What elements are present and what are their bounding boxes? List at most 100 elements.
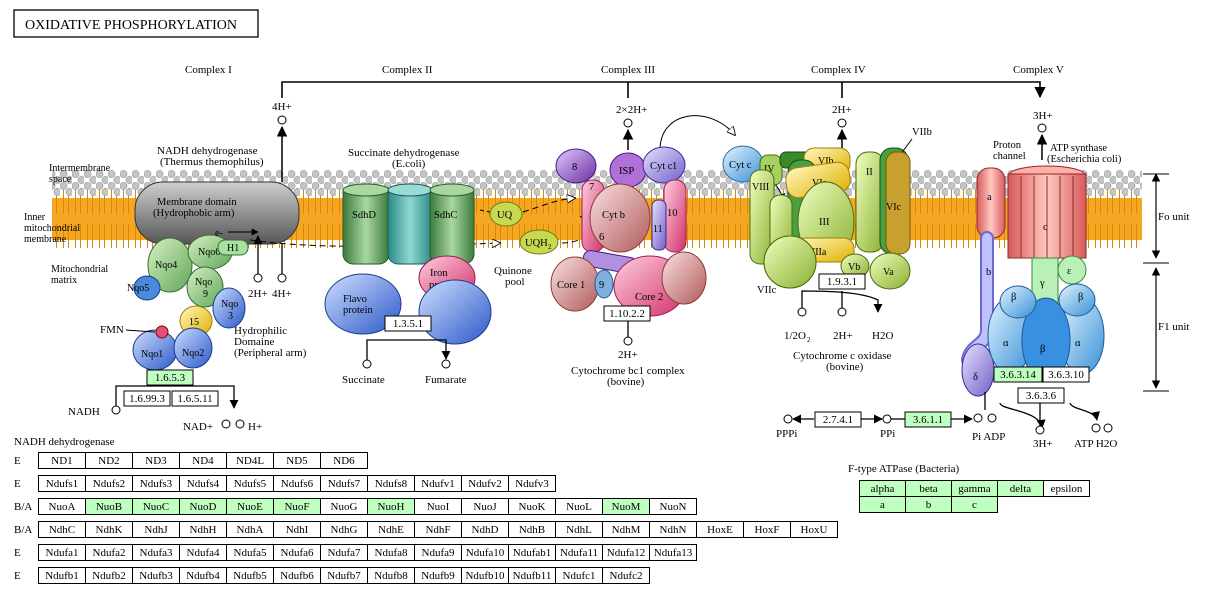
gene-cell[interactable]: Ndufv3 (508, 475, 556, 492)
subunit-epsilon[interactable] (1057, 255, 1087, 285)
gene-cell[interactable]: NuoC (132, 498, 180, 515)
sdhd[interactable] (342, 185, 390, 265)
succinate-node[interactable] (362, 359, 372, 369)
subunit-9[interactable] (594, 269, 614, 299)
gene-cell[interactable]: Ndufb7 (320, 567, 368, 584)
gene-cell[interactable]: beta (905, 480, 952, 497)
gene-cell[interactable]: Ndufb8 (367, 567, 415, 584)
subunit-va[interactable] (869, 252, 911, 290)
gene-cell[interactable]: Ndufa1 (38, 544, 86, 561)
gene-cell[interactable]: NdhC (38, 521, 86, 538)
gene-cell[interactable]: a (859, 496, 906, 513)
oxygen-node[interactable] (797, 307, 807, 317)
proton-node[interactable] (1035, 425, 1045, 435)
proton-node[interactable] (623, 118, 633, 128)
gene-cell[interactable]: ND4L (226, 452, 274, 469)
gene-cell[interactable]: NuoK (508, 498, 556, 515)
gene-cell[interactable]: Ndufb9 (414, 567, 462, 584)
gene-cell[interactable]: Ndufa6 (273, 544, 321, 561)
fumarate-node[interactable] (441, 359, 451, 369)
gene-cell[interactable]: NuoD (179, 498, 227, 515)
gene-cell[interactable]: Ndufb1 (38, 567, 86, 584)
nqo4[interactable] (147, 237, 193, 293)
cyt-b[interactable] (589, 183, 651, 253)
proton-node[interactable] (253, 273, 263, 283)
gene-cell[interactable]: NdhK (85, 521, 133, 538)
gene-cell[interactable]: NuoH (367, 498, 415, 515)
subunit-11[interactable] (651, 199, 667, 251)
gene-cell[interactable]: gamma (951, 480, 998, 497)
gene-cell[interactable]: Ndufb10 (461, 567, 509, 584)
gene-cell[interactable]: Ndufs7 (320, 475, 368, 492)
ec-1-6-5-11[interactable] (171, 390, 219, 407)
gene-cell[interactable]: Ndufv1 (414, 475, 462, 492)
gene-cell[interactable]: NdhA (226, 521, 274, 538)
gene-cell[interactable]: NdhJ (132, 521, 180, 538)
gene-cell[interactable]: NdhN (649, 521, 697, 538)
gene-cell[interactable]: NuoN (649, 498, 697, 515)
gene-cell[interactable]: HoxF (743, 521, 791, 538)
gene-cell[interactable]: Ndufv2 (461, 475, 509, 492)
gene-cell[interactable]: ND4 (179, 452, 227, 469)
gene-cell[interactable]: NuoG (320, 498, 368, 515)
gene-cell[interactable]: delta (997, 480, 1044, 497)
gene-cell[interactable]: Ndufs1 (38, 475, 86, 492)
gene-cell[interactable]: HoxU (790, 521, 838, 538)
gene-cell[interactable]: Ndufa2 (85, 544, 133, 561)
gene-cell[interactable]: Ndufa9 (414, 544, 462, 561)
gene-cell[interactable]: Ndufb6 (273, 567, 321, 584)
gene-cell[interactable]: NdhM (602, 521, 650, 538)
gene-cell[interactable]: NuoL (555, 498, 603, 515)
gene-cell[interactable]: Ndufb4 (179, 567, 227, 584)
flavo-protein[interactable] (324, 273, 402, 335)
gene-cell[interactable]: Ndufa8 (367, 544, 415, 561)
gene-cell[interactable]: ND1 (38, 452, 86, 469)
ec-1-10-2-2[interactable] (603, 305, 651, 322)
gene-cell[interactable]: ND5 (273, 452, 321, 469)
adp-node[interactable] (987, 413, 997, 423)
nqo2[interactable] (173, 327, 213, 369)
proton-node[interactable] (837, 118, 847, 128)
gene-cell[interactable]: Ndufs8 (367, 475, 415, 492)
proton-node[interactable] (837, 307, 847, 317)
gene-cell[interactable]: Ndufc2 (602, 567, 650, 584)
gene-cell[interactable]: c (951, 496, 998, 513)
gene-cell[interactable]: NuoI (414, 498, 462, 515)
gene-cell[interactable]: Ndufa7 (320, 544, 368, 561)
gene-cell[interactable]: NdhG (320, 521, 368, 538)
ec-1-6-5-3[interactable] (146, 369, 194, 386)
nadh-node[interactable] (111, 405, 121, 415)
gene-cell[interactable]: NuoA (38, 498, 86, 515)
subunit-beta-right[interactable] (1058, 283, 1096, 317)
gene-cell[interactable]: Ndufa12 (602, 544, 650, 561)
atp-node[interactable] (1091, 423, 1101, 433)
ec-3-6-3-14[interactable] (993, 366, 1043, 383)
h-node[interactable] (235, 419, 245, 429)
uqh2-node[interactable] (519, 229, 559, 255)
gene-cell[interactable]: NuoJ (461, 498, 509, 515)
gene-cell[interactable]: NdhE (367, 521, 415, 538)
gene-cell[interactable]: Ndufab1 (508, 544, 556, 561)
h1-subunit[interactable] (217, 239, 249, 256)
proton-node[interactable] (277, 273, 287, 283)
proton-node[interactable] (1037, 123, 1047, 133)
gene-cell[interactable]: Ndufb3 (132, 567, 180, 584)
ec-1-3-5-1[interactable] (384, 315, 432, 332)
gene-cell[interactable]: NuoE (226, 498, 274, 515)
proton-node[interactable] (623, 336, 633, 346)
ec-1-9-3-1[interactable] (818, 273, 866, 290)
gene-cell[interactable]: NdhI (273, 521, 321, 538)
pi-node[interactable] (973, 413, 983, 423)
subunit-delta[interactable] (961, 343, 995, 397)
gene-cell[interactable]: Ndufa4 (179, 544, 227, 561)
sdhd-right[interactable] (387, 185, 433, 265)
gene-cell[interactable]: alpha (859, 480, 906, 497)
gene-cell[interactable]: Ndufs6 (273, 475, 321, 492)
gene-cell[interactable]: NuoB (85, 498, 133, 515)
gene-cell[interactable]: Ndufs2 (85, 475, 133, 492)
succinate-dh-body[interactable] (418, 279, 492, 345)
gene-cell[interactable]: Ndufb2 (85, 567, 133, 584)
pppi-node[interactable] (783, 414, 793, 424)
ppi-node[interactable] (882, 414, 892, 424)
gene-cell[interactable]: Ndufb5 (226, 567, 274, 584)
